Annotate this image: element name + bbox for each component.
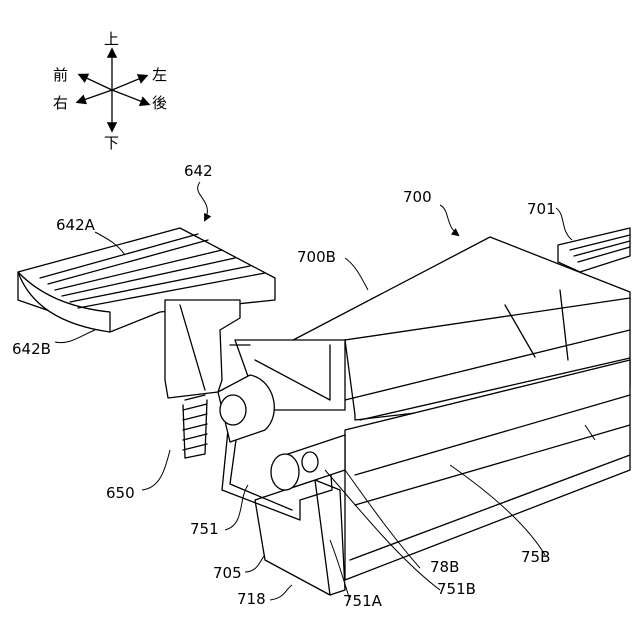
label-642: 642: [184, 162, 213, 180]
lever-642: [18, 228, 275, 442]
label-751A: 751A: [343, 592, 383, 610]
direction-rear: 後: [152, 94, 167, 112]
label-751B: 751B: [437, 580, 476, 598]
direction-down: 下: [104, 134, 119, 152]
label-700B: 700B: [297, 248, 336, 266]
label-642B: 642B: [12, 340, 51, 358]
rail-701: [558, 228, 630, 272]
direction-right: 右: [53, 94, 68, 112]
label-650: 650: [106, 484, 135, 502]
label-700: 700: [403, 188, 432, 206]
direction-compass: 上 下 前 左 右 後: [53, 30, 167, 152]
housing-700: [222, 237, 630, 595]
label-75B: 75B: [521, 548, 550, 566]
direction-front: 前: [53, 66, 68, 84]
label-78B: 78B: [430, 558, 459, 576]
label-642A: 642A: [56, 216, 96, 234]
direction-left: 左: [152, 66, 167, 84]
label-705: 705: [213, 564, 242, 582]
spring-650: [183, 395, 207, 458]
label-751: 751: [190, 520, 219, 538]
direction-up: 上: [104, 30, 119, 48]
label-701: 701: [527, 200, 556, 218]
label-718: 718: [237, 590, 266, 608]
